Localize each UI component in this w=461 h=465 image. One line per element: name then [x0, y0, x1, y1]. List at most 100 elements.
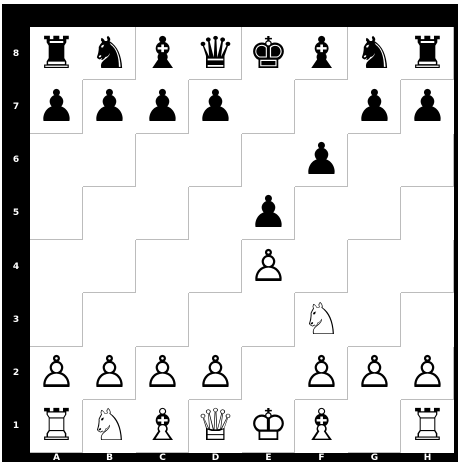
square-b7[interactable]: ♟ — [83, 80, 136, 133]
square-h3[interactable] — [401, 293, 454, 346]
square-g5[interactable] — [348, 187, 401, 240]
square-g2[interactable]: ♙ — [348, 347, 401, 400]
black-pawn-icon[interactable]: ♟ — [90, 85, 129, 129]
black-rook-icon[interactable]: ♜ — [37, 32, 76, 76]
white-bishop-icon[interactable]: ♗ — [143, 404, 182, 448]
chess-board[interactable]: ♜ ♞ ♝ ♛ ♚ ♝ ♞ ♜ ♟ ♟ ♟ ♟ ♟ ♟ ♟ ♟ ♙ ♘ ♙ ♙ ♙ ♙ ♙ ♙ ♙ ♖ ♘ ♗ ♕ ♔ ♗ ♖ — [30, 27, 454, 453]
square-c6[interactable] — [136, 134, 189, 187]
black-pawn-icon[interactable]: ♟ — [249, 191, 288, 235]
square-b3[interactable] — [83, 293, 136, 346]
white-queen-icon[interactable]: ♕ — [196, 404, 235, 448]
square-g6[interactable] — [348, 134, 401, 187]
square-f2[interactable]: ♙ — [295, 347, 348, 400]
square-d1[interactable]: ♕ — [189, 400, 242, 453]
black-pawn-icon[interactable]: ♟ — [37, 85, 76, 129]
square-e7[interactable] — [242, 80, 295, 133]
square-a4[interactable] — [30, 240, 83, 293]
square-h2[interactable]: ♙ — [401, 347, 454, 400]
black-queen-icon[interactable]: ♛ — [196, 32, 235, 76]
square-f6[interactable]: ♟ — [295, 134, 348, 187]
square-g1[interactable] — [348, 400, 401, 453]
square-b1[interactable]: ♘ — [83, 400, 136, 453]
black-pawn-icon[interactable]: ♟ — [143, 85, 182, 129]
square-e6[interactable] — [242, 134, 295, 187]
black-bishop-icon[interactable]: ♝ — [302, 32, 341, 76]
square-e3[interactable] — [242, 293, 295, 346]
square-h7[interactable]: ♟ — [401, 80, 454, 133]
white-pawn-icon[interactable]: ♙ — [196, 351, 235, 395]
white-bishop-icon[interactable]: ♗ — [302, 404, 341, 448]
square-c7[interactable]: ♟ — [136, 80, 189, 133]
white-knight-icon[interactable]: ♘ — [302, 298, 341, 342]
white-pawn-icon[interactable]: ♙ — [408, 351, 447, 395]
white-pawn-icon[interactable]: ♙ — [355, 351, 394, 395]
square-c1[interactable]: ♗ — [136, 400, 189, 453]
square-a3[interactable] — [30, 293, 83, 346]
white-king-icon[interactable]: ♔ — [249, 404, 288, 448]
square-b5[interactable] — [83, 187, 136, 240]
white-rook-icon[interactable]: ♖ — [37, 404, 76, 448]
black-king-icon[interactable]: ♚ — [249, 32, 288, 76]
black-pawn-icon[interactable]: ♟ — [302, 138, 341, 182]
file-label: E — [242, 453, 295, 463]
rank-label: 7 — [2, 80, 30, 133]
black-knight-icon[interactable]: ♞ — [90, 32, 129, 76]
white-pawn-icon[interactable]: ♙ — [249, 245, 288, 289]
square-g8[interactable]: ♞ — [348, 27, 401, 80]
square-c2[interactable]: ♙ — [136, 347, 189, 400]
square-e5[interactable]: ♟ — [242, 187, 295, 240]
square-b4[interactable] — [83, 240, 136, 293]
square-h5[interactable] — [401, 187, 454, 240]
square-a1[interactable]: ♖ — [30, 400, 83, 453]
square-a5[interactable] — [30, 187, 83, 240]
square-e1[interactable]: ♔ — [242, 400, 295, 453]
square-b6[interactable] — [83, 134, 136, 187]
white-pawn-icon[interactable]: ♙ — [302, 351, 341, 395]
square-d6[interactable] — [189, 134, 242, 187]
square-c3[interactable] — [136, 293, 189, 346]
white-pawn-icon[interactable]: ♙ — [143, 351, 182, 395]
square-a8[interactable]: ♜ — [30, 27, 83, 80]
square-a2[interactable]: ♙ — [30, 347, 83, 400]
square-b2[interactable]: ♙ — [83, 347, 136, 400]
square-g3[interactable] — [348, 293, 401, 346]
square-h6[interactable] — [401, 134, 454, 187]
square-d5[interactable] — [189, 187, 242, 240]
square-d7[interactable]: ♟ — [189, 80, 242, 133]
white-rook-icon[interactable]: ♖ — [408, 404, 447, 448]
square-f4[interactable] — [295, 240, 348, 293]
square-h1[interactable]: ♖ — [401, 400, 454, 453]
black-pawn-icon[interactable]: ♟ — [355, 85, 394, 129]
square-g4[interactable] — [348, 240, 401, 293]
white-pawn-icon[interactable]: ♙ — [37, 351, 76, 395]
square-c4[interactable] — [136, 240, 189, 293]
square-c8[interactable]: ♝ — [136, 27, 189, 80]
square-f3[interactable]: ♘ — [295, 293, 348, 346]
square-d3[interactable] — [189, 293, 242, 346]
square-d4[interactable] — [189, 240, 242, 293]
square-a6[interactable] — [30, 134, 83, 187]
square-f5[interactable] — [295, 187, 348, 240]
black-pawn-icon[interactable]: ♟ — [408, 85, 447, 129]
square-f1[interactable]: ♗ — [295, 400, 348, 453]
square-e4[interactable]: ♙ — [242, 240, 295, 293]
square-a7[interactable]: ♟ — [30, 80, 83, 133]
square-e8[interactable]: ♚ — [242, 27, 295, 80]
square-h4[interactable] — [401, 240, 454, 293]
square-g7[interactable]: ♟ — [348, 80, 401, 133]
black-rook-icon[interactable]: ♜ — [408, 32, 447, 76]
black-pawn-icon[interactable]: ♟ — [196, 85, 235, 129]
white-pawn-icon[interactable]: ♙ — [90, 351, 129, 395]
square-d2[interactable]: ♙ — [189, 347, 242, 400]
square-c5[interactable] — [136, 187, 189, 240]
square-d8[interactable]: ♛ — [189, 27, 242, 80]
black-knight-icon[interactable]: ♞ — [355, 32, 394, 76]
black-bishop-icon[interactable]: ♝ — [143, 32, 182, 76]
white-knight-icon[interactable]: ♘ — [90, 404, 129, 448]
square-b8[interactable]: ♞ — [83, 27, 136, 80]
square-e2[interactable] — [242, 347, 295, 400]
square-h8[interactable]: ♜ — [401, 27, 454, 80]
square-f8[interactable]: ♝ — [295, 27, 348, 80]
square-f7[interactable] — [295, 80, 348, 133]
